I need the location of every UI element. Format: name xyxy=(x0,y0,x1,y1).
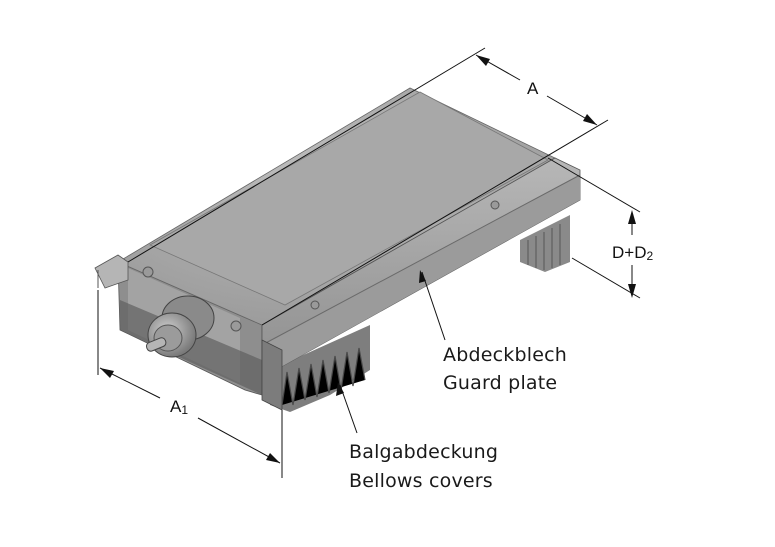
connector-shaft xyxy=(145,295,215,358)
height-label-main: D+D xyxy=(612,243,647,262)
dimension-label-d-d2: D+D2 xyxy=(612,243,654,263)
dimension-label-a: A xyxy=(527,79,539,98)
bellows-back xyxy=(520,215,570,272)
bellows-front xyxy=(270,325,370,412)
dimension-label-a1: A1 xyxy=(170,397,189,417)
dimension-arrowheads xyxy=(100,55,636,463)
callout-bellows-de: Balgabdeckung xyxy=(349,441,499,463)
length-label-sub: 1 xyxy=(181,403,189,417)
length-label-main: A xyxy=(170,397,182,416)
callout-bellows-en: Bellows covers xyxy=(349,470,493,492)
height-label-sub: 2 xyxy=(646,249,654,263)
callout-guard-plate-de: Abdeckblech xyxy=(443,344,567,366)
callout-guard-plate-en: Guard plate xyxy=(443,372,558,394)
